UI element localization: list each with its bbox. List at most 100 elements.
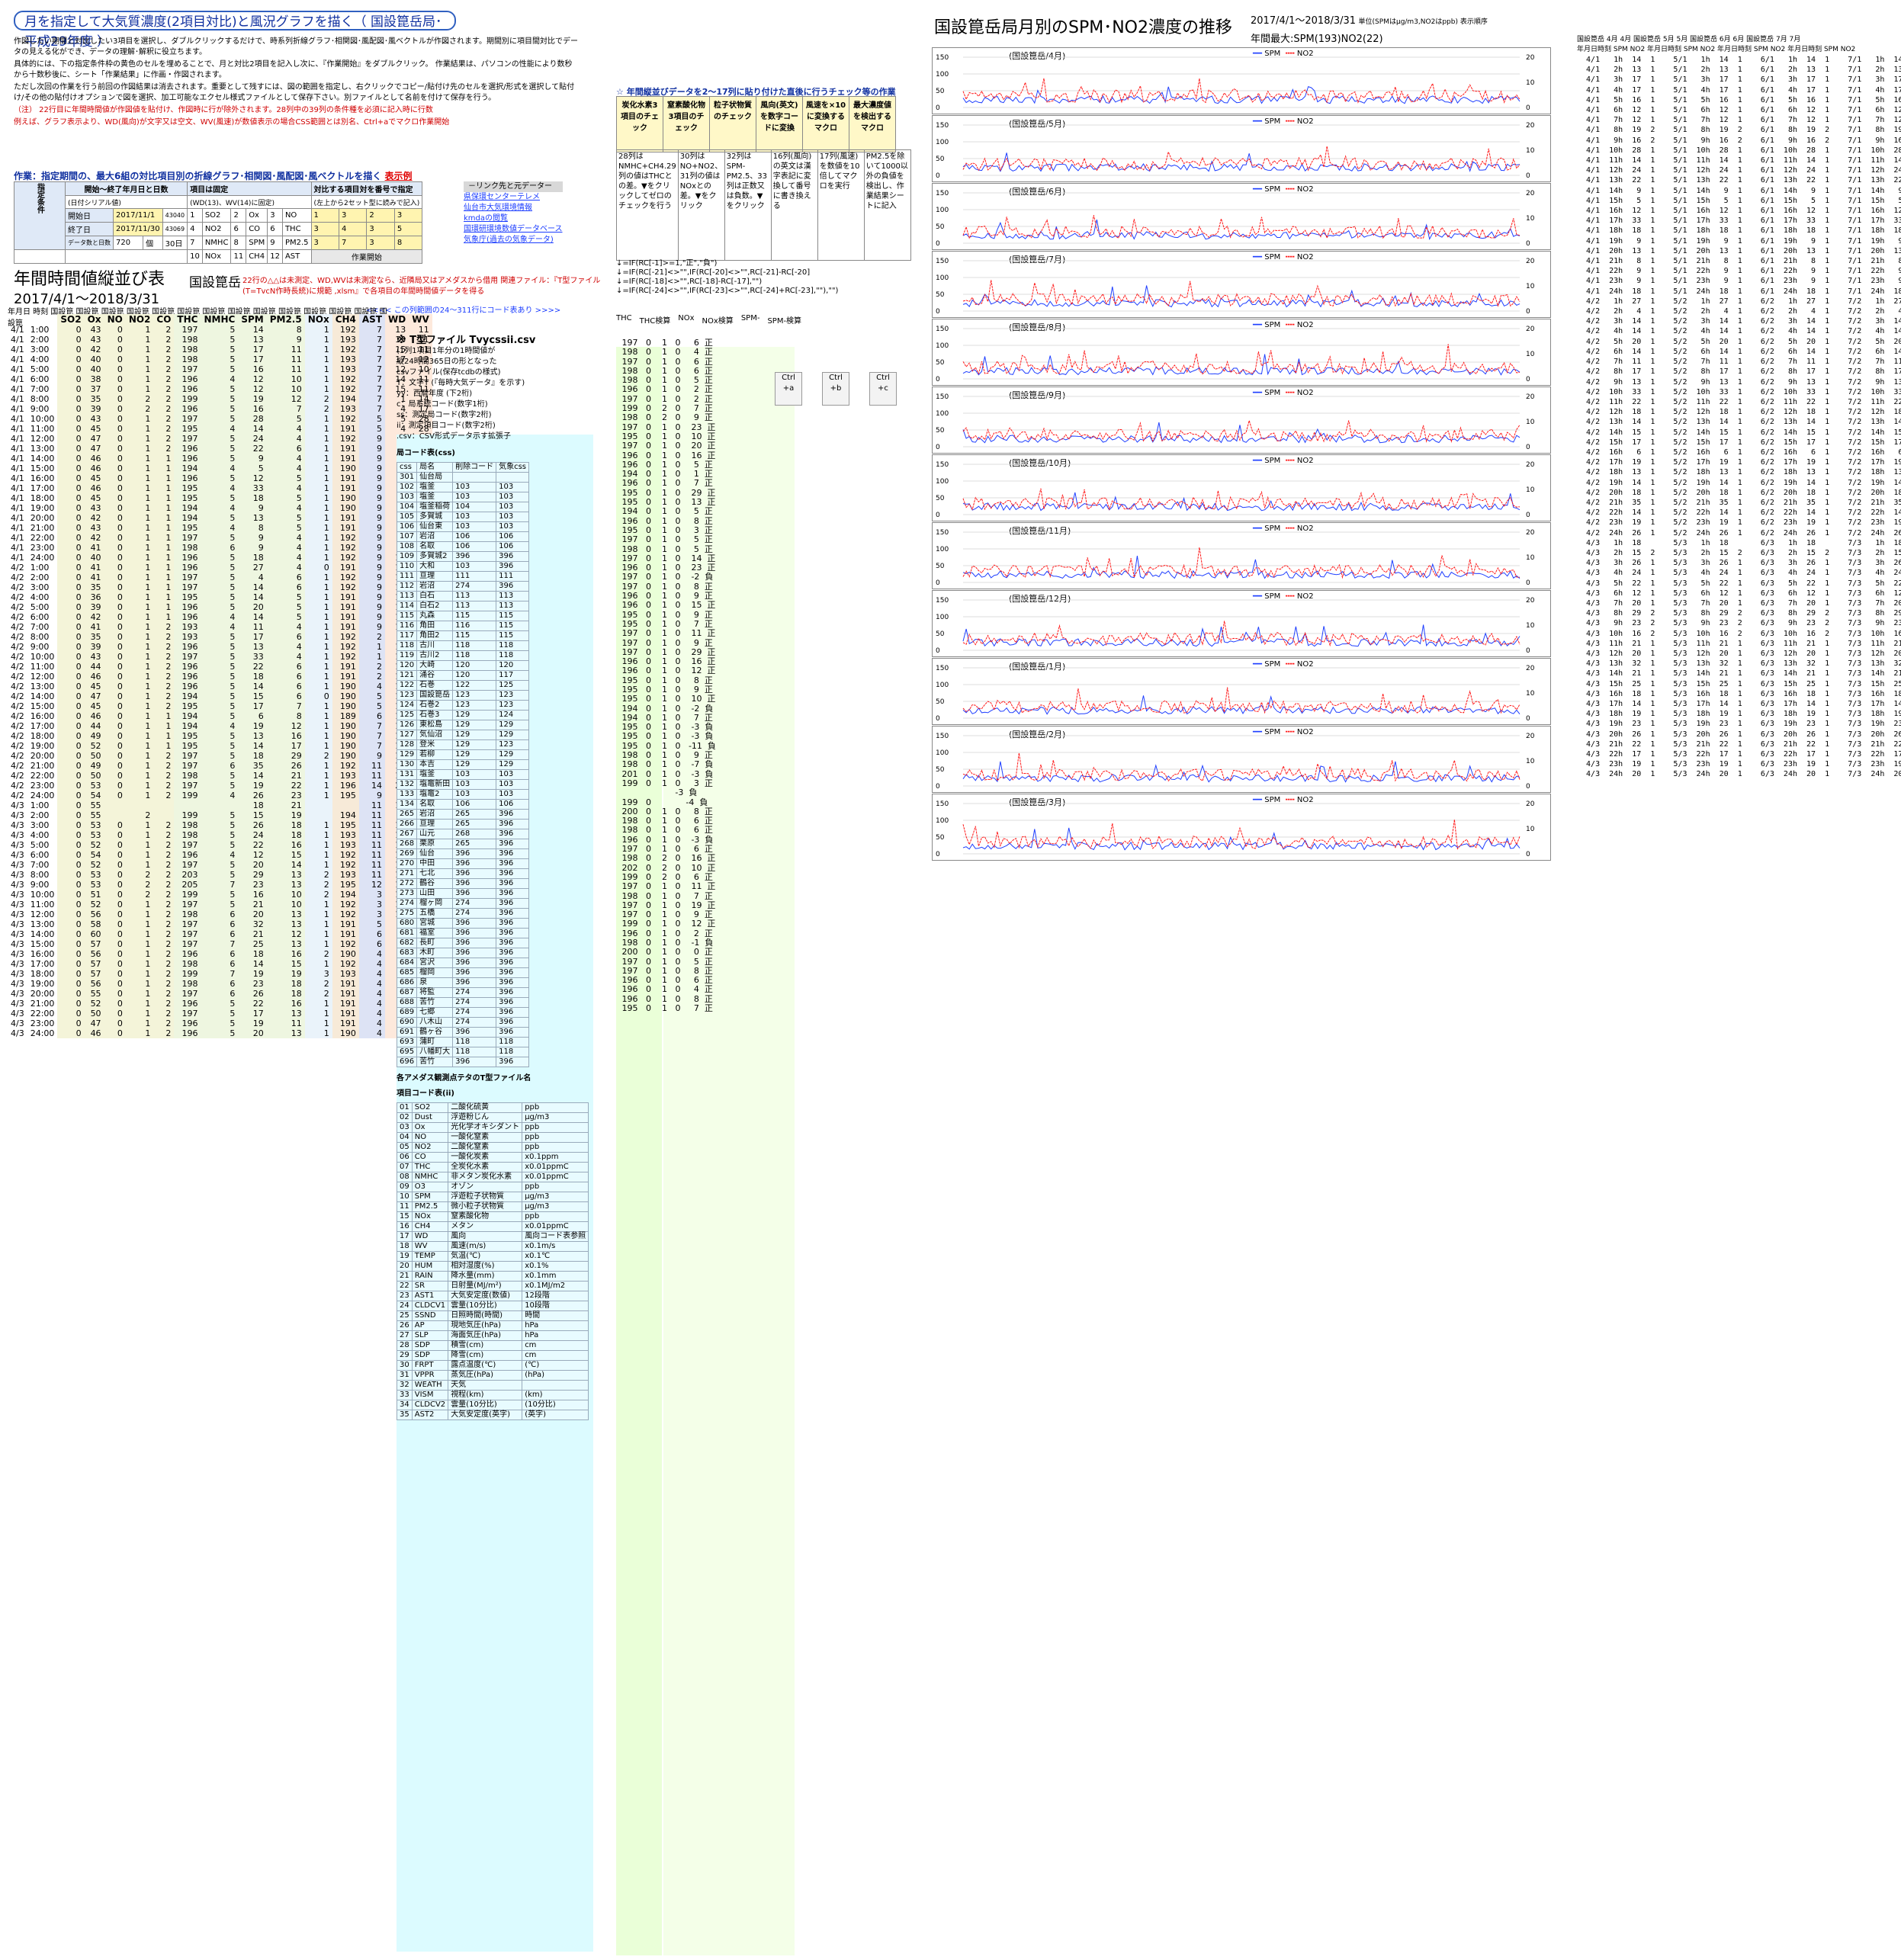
table-cell[interactable]: 9 [358, 612, 386, 622]
table-cell[interactable]: 197 [174, 989, 201, 999]
table-cell[interactable]: 4/2 [11, 662, 24, 672]
table-cell[interactable]: 29 [266, 751, 305, 761]
pair-cell[interactable]: 3 [310, 236, 339, 250]
table-cell[interactable]: 0 [104, 414, 126, 424]
table-cell[interactable]: 196 [174, 602, 201, 612]
table-cell[interactable]: 1 [125, 533, 154, 543]
table-cell[interactable]: 53 [84, 870, 104, 880]
table-cell[interactable]: 0 [104, 642, 126, 652]
table-cell[interactable]: 10 [409, 364, 432, 374]
table-cell[interactable]: 5 [201, 354, 239, 364]
table-cell[interactable]: 19 [238, 721, 267, 731]
table-cell[interactable]: 45 [84, 493, 104, 503]
table-cell[interactable]: 42 [84, 612, 104, 622]
table-cell[interactable]: 57 [84, 959, 104, 969]
table-cell[interactable]: 4/3 [11, 989, 24, 999]
table-cell[interactable]: 39 [84, 642, 104, 652]
table-cell[interactable]: 4/3 [11, 810, 24, 820]
table-cell[interactable]: 2 [125, 890, 154, 900]
table-cell[interactable]: 1 [125, 563, 154, 573]
table-cell[interactable]: 14 [238, 582, 267, 592]
table-cell[interactable]: 0 [57, 374, 85, 384]
table-cell[interactable]: 4/1 [11, 533, 24, 543]
table-cell[interactable]: 5 [201, 325, 239, 335]
table-cell[interactable]: 24 [238, 434, 267, 444]
table-cell[interactable]: 197 [174, 781, 201, 791]
table-cell[interactable]: 4/2 [11, 592, 24, 602]
table-cell[interactable]: 4/3 [11, 900, 24, 909]
table-cell[interactable]: 13 [238, 513, 267, 523]
table-cell[interactable]: 9 [238, 533, 267, 543]
table-cell[interactable]: 7 [358, 354, 386, 364]
table-cell[interactable]: 2 [304, 751, 332, 761]
table-cell[interactable]: 6 [201, 929, 239, 939]
table-cell[interactable]: 26 [238, 989, 267, 999]
table-cell[interactable]: 191 [332, 563, 359, 573]
table-cell[interactable]: 5 [201, 860, 239, 870]
table-cell[interactable]: 4 [266, 503, 305, 513]
table-cell[interactable]: 6 [266, 444, 305, 454]
table-cell[interactable]: 4 [201, 721, 239, 731]
table-cell[interactable]: 4/1 [11, 434, 24, 444]
table-cell[interactable]: 1 [125, 354, 154, 364]
table-cell[interactable]: 11 [409, 374, 432, 384]
table-cell[interactable]: 0 [104, 335, 126, 345]
table-cell[interactable]: 5 [266, 523, 305, 533]
table-cell[interactable]: 1 [304, 582, 332, 592]
table-cell[interactable]: 0 [104, 573, 126, 582]
table-cell[interactable]: 47 [84, 434, 104, 444]
table-cell[interactable]: 1 [304, 959, 332, 969]
table-cell[interactable]: 4/3 [11, 820, 24, 830]
table-cell[interactable]: 3:00 [30, 582, 50, 592]
table-cell[interactable]: 42 [84, 513, 104, 523]
table-cell[interactable]: 56 [84, 909, 104, 919]
table-cell[interactable]: 0 [104, 999, 126, 1009]
table-cell[interactable]: 4 [266, 622, 305, 632]
table-cell[interactable]: 4 [358, 969, 386, 979]
table-cell[interactable]: 9 [358, 622, 386, 632]
table-cell[interactable]: 1 [125, 969, 154, 979]
table-cell[interactable]: 197 [174, 761, 201, 771]
table-cell[interactable]: 1 [153, 612, 175, 622]
table-cell[interactable]: 1 [125, 850, 154, 860]
table-cell[interactable]: 192 [332, 860, 359, 870]
table-cell[interactable]: 195 [174, 483, 201, 493]
table-cell[interactable]: 0 [57, 761, 85, 771]
table-cell[interactable]: 12 [358, 880, 386, 890]
table-cell[interactable]: 9 [358, 563, 386, 573]
table-cell[interactable]: 2 [153, 929, 175, 939]
table-cell[interactable]: 39 [84, 404, 104, 414]
ctrl-a-button[interactable]: Ctrl +a [775, 372, 802, 406]
table-cell[interactable]: 4/1 [11, 354, 24, 364]
table-cell[interactable]: 0 [57, 404, 85, 414]
table-cell[interactable]: 2 [153, 820, 175, 830]
table-cell[interactable]: 2 [153, 979, 175, 989]
table-cell[interactable]: 9 [358, 543, 386, 553]
table-cell[interactable]: 5 [201, 830, 239, 840]
table-cell[interactable]: 14 [358, 781, 386, 791]
table-cell[interactable]: 5 [201, 1009, 239, 1018]
table-cell[interactable]: 198 [174, 543, 201, 553]
table-cell[interactable]: 198 [174, 979, 201, 989]
table-cell[interactable]: 5 [201, 533, 239, 543]
table-cell[interactable]: 19 [266, 969, 305, 979]
table-cell[interactable]: 39 [84, 602, 104, 612]
table-cell[interactable]: 191 [332, 612, 359, 622]
table-cell[interactable]: 16 [266, 999, 305, 1009]
table-cell[interactable]: 5 [201, 493, 239, 503]
table-cell[interactable]: 0 [57, 652, 85, 662]
table-cell[interactable]: 4/3 [11, 979, 24, 989]
table-cell[interactable]: 52 [84, 860, 104, 870]
table-cell[interactable]: 44 [84, 662, 104, 672]
table-cell[interactable]: 189 [332, 711, 359, 721]
table-cell[interactable]: 1 [304, 573, 332, 582]
table-cell[interactable]: 46 [84, 454, 104, 464]
table-cell[interactable]: 13 [385, 325, 409, 335]
table-cell[interactable]: 2 [153, 1018, 175, 1028]
table-cell[interactable]: 4/3 [11, 870, 24, 880]
table-cell[interactable]: 1 [125, 691, 154, 701]
table-cell[interactable]: 190 [332, 682, 359, 691]
table-cell[interactable]: 4/3 [11, 939, 24, 949]
table-cell[interactable]: 192 [332, 761, 359, 771]
table-cell[interactable]: 1 [153, 741, 175, 751]
